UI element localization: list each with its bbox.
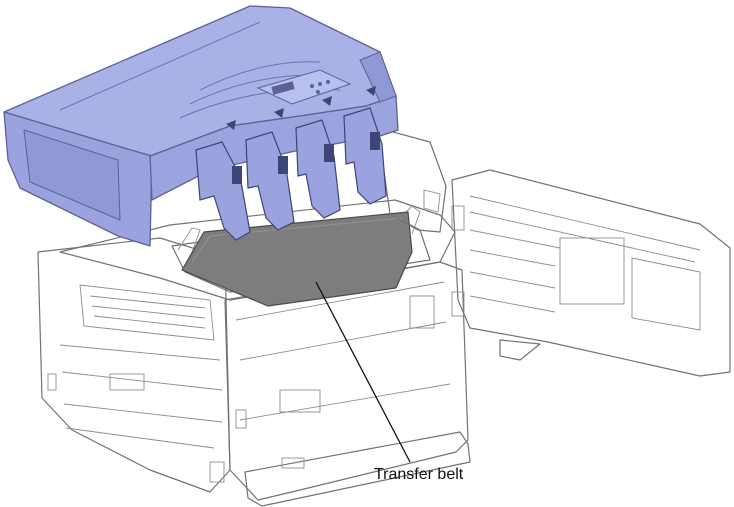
side-door	[451, 169, 731, 377]
transfer-belt-label: Transfer belt	[374, 466, 464, 483]
rear-panel	[377, 127, 447, 233]
callout-leader-line	[315, 281, 411, 463]
cartridges	[195, 86, 387, 241]
transfer-belt	[181, 211, 413, 307]
